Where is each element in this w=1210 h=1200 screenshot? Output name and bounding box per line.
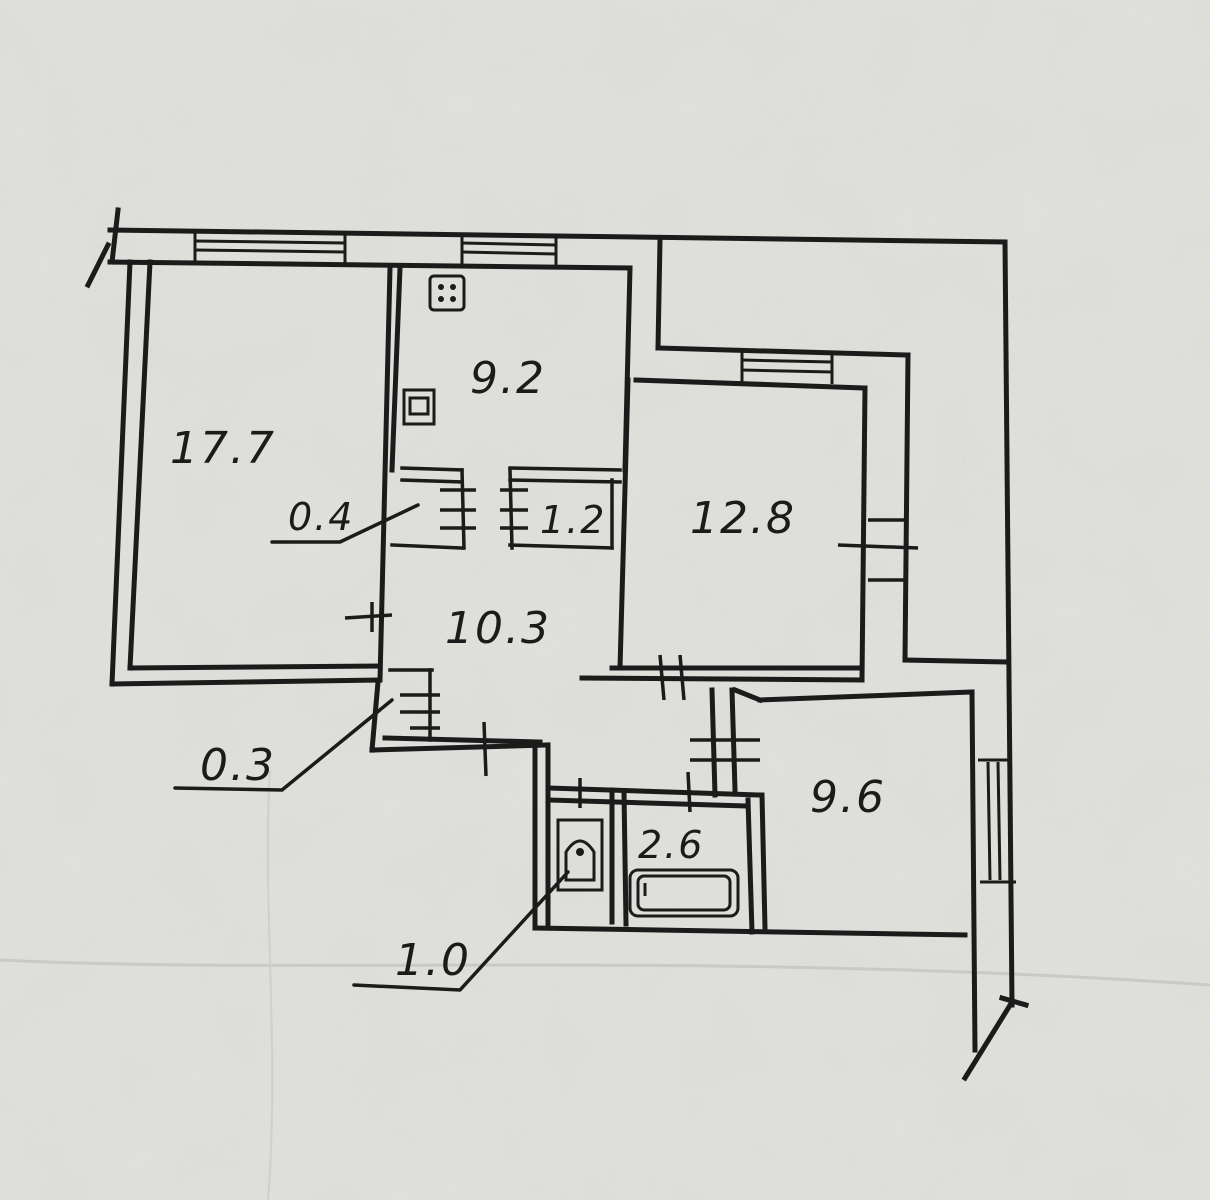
stove-icon (428, 274, 466, 312)
sink-icon (402, 388, 436, 426)
area-label-bedroom-2: 9.6 (810, 772, 886, 823)
toilet-icon (556, 818, 604, 892)
exterior-walls (84, 207, 1030, 1082)
window-kitchen (460, 234, 558, 268)
area-label-hallway: 10.3 (445, 603, 551, 654)
area-label-kitchen: 9.2 (470, 353, 546, 404)
window-bedroom-1 (740, 350, 834, 384)
area-label-bedroom-1: 12.8 (690, 493, 796, 544)
fixtures (402, 274, 740, 918)
windows (193, 232, 1016, 884)
window-bedroom-2 (978, 758, 1016, 884)
bathtub-icon (628, 868, 740, 918)
leader-lines (173, 503, 570, 992)
area-label-closet-medium: 1.2 (540, 498, 606, 542)
area-labels: 17.7 9.2 12.8 10.3 9.6 2.6 1.0 0.4 1.2 0… (170, 353, 886, 986)
area-label-closet-small: 0.4 (288, 495, 354, 539)
interior-walls (369, 265, 868, 935)
area-label-closet-tiny: 0.3 (200, 740, 276, 791)
area-label-living-room: 17.7 (170, 423, 276, 474)
window-living-room (193, 232, 347, 264)
area-label-toilet: 1.0 (395, 935, 471, 986)
door-marks (344, 488, 919, 813)
area-label-bathroom: 2.6 (638, 823, 704, 867)
